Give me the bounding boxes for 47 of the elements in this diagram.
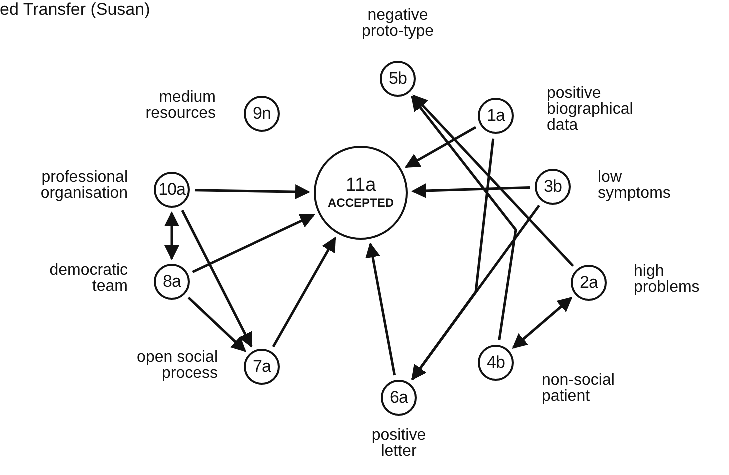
node-code: 8a: [163, 273, 181, 291]
node-code: 11a: [346, 176, 376, 196]
factor-circle: [244, 349, 280, 385]
arrow: [192, 214, 316, 274]
factor-circle: [380, 61, 416, 97]
factor-circle: [535, 169, 571, 205]
arrow: [181, 210, 253, 348]
factor-caption: positive letter: [370, 428, 428, 460]
arrow: [512, 297, 573, 349]
arrow: [411, 138, 495, 381]
factor-circle: [244, 96, 280, 132]
arrow: [164, 212, 180, 260]
arrow: [412, 94, 574, 268]
factor-caption: medium resources: [144, 90, 216, 122]
node-code: 7a: [253, 358, 271, 376]
diagram-title: ed Transfer (Susan): [0, 0, 150, 20]
factor-caption: open social process: [136, 350, 218, 382]
factor-circle: [478, 98, 514, 134]
node-code: 9n: [253, 105, 271, 123]
node-code: 3b: [544, 178, 562, 196]
arrow: [188, 296, 246, 352]
node-code: 10a: [158, 181, 186, 199]
arrow: [412, 183, 530, 198]
factor-caption: negative proto-type: [360, 8, 436, 40]
factor-caption: democratic team: [48, 263, 128, 295]
factor-caption: high problems: [634, 264, 701, 296]
factor-caption: positive biographical data: [547, 86, 634, 134]
factor-circle: [478, 345, 514, 381]
arrow: [272, 236, 336, 348]
factor-caption: professional organisation: [40, 170, 128, 202]
arrow: [404, 126, 477, 168]
factor-caption: non-social patient: [542, 373, 616, 405]
factor-circle: [571, 265, 607, 301]
arrow: [411, 96, 518, 340]
arrow: [366, 242, 396, 376]
node-code: 2a: [580, 274, 598, 292]
factor-circle: [381, 380, 417, 416]
node-status: ACCEPTED: [328, 196, 394, 210]
arrow: [194, 184, 310, 200]
node-code: 5b: [389, 70, 407, 88]
factor-circle: [154, 264, 190, 300]
node-code: 4b: [487, 354, 505, 372]
factor-circle: [154, 172, 190, 208]
node-code: 1a: [487, 107, 505, 125]
factor-caption: low symptoms: [598, 170, 672, 202]
node-code: 6a: [390, 389, 408, 407]
arrow: [412, 204, 540, 381]
